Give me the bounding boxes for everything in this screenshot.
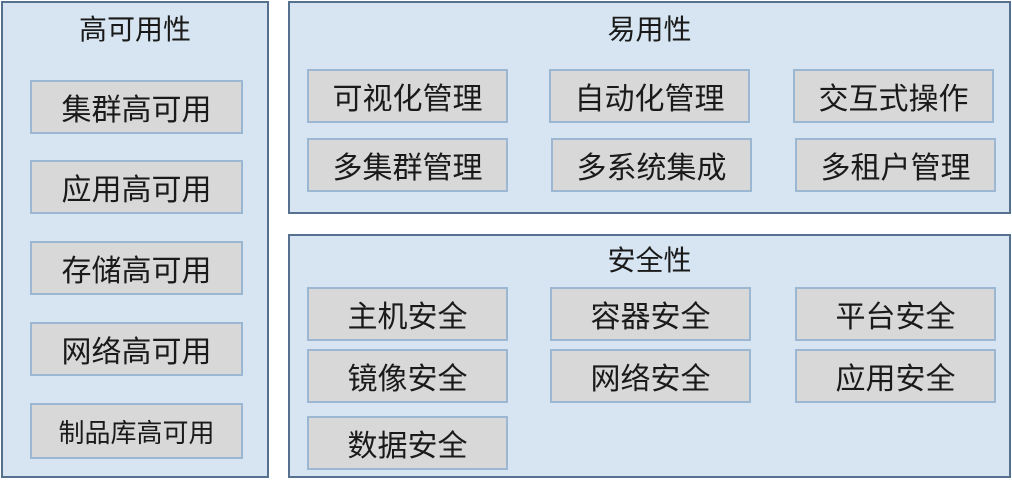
item-container-security: 容器安全 bbox=[550, 287, 751, 341]
item-cluster-ha: 集群高可用 bbox=[30, 80, 243, 134]
item-data-security: 数据安全 bbox=[307, 416, 508, 470]
panel-usability: 易用性 可视化管理 自动化管理 交互式操作 多集群管理 多系统集成 多租户管理 bbox=[288, 1, 1011, 214]
item-app-ha: 应用高可用 bbox=[30, 160, 243, 214]
item-platform-security: 平台安全 bbox=[795, 287, 996, 341]
item-application-security: 应用安全 bbox=[795, 349, 996, 403]
item-image-security: 镜像安全 bbox=[307, 349, 508, 403]
item-storage-ha: 存储高可用 bbox=[30, 241, 243, 295]
item-network-ha: 网络高可用 bbox=[30, 322, 243, 376]
panel-title-usability: 易用性 bbox=[607, 13, 692, 46]
item-visual-management: 可视化管理 bbox=[307, 69, 508, 123]
item-automated-management: 自动化管理 bbox=[549, 69, 750, 123]
panel-high-availability: 高可用性 集群高可用 应用高可用 存储高可用 网络高可用 制品库高可用 bbox=[1, 1, 269, 478]
item-multi-tenant-management: 多租户管理 bbox=[795, 138, 996, 192]
item-interactive-operation: 交互式操作 bbox=[793, 69, 994, 123]
panel-title-high-availability: 高可用性 bbox=[78, 13, 191, 46]
item-multi-cluster-management: 多集群管理 bbox=[307, 138, 508, 192]
panel-title-security: 安全性 bbox=[607, 244, 692, 277]
panel-security: 安全性 主机安全 容器安全 平台安全 镜像安全 网络安全 应用安全 数据安全 bbox=[288, 234, 1011, 478]
item-registry-ha: 制品库高可用 bbox=[30, 403, 243, 459]
item-multi-system-integration: 多系统集成 bbox=[551, 138, 752, 192]
item-host-security: 主机安全 bbox=[307, 287, 508, 341]
item-network-security: 网络安全 bbox=[550, 349, 751, 403]
